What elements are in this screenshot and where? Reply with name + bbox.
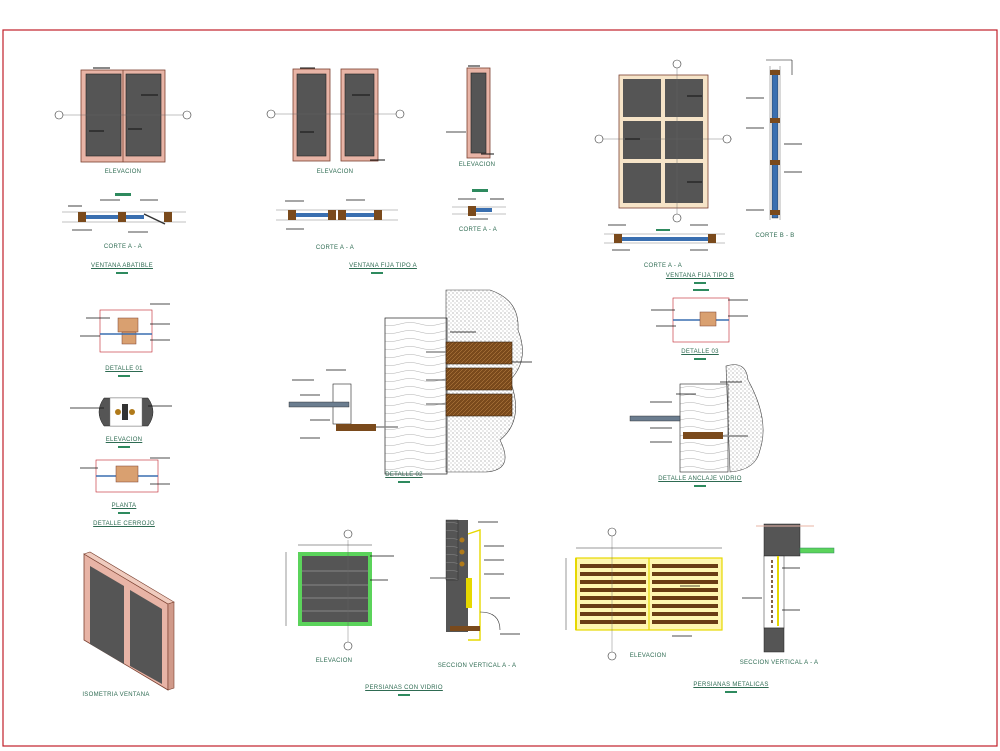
label-planta: PLANTA: [111, 503, 137, 509]
label-detalle-anclaje: DETALLE ANCLAJE VIDRIO: [658, 476, 742, 482]
title-tag: [118, 512, 130, 514]
label-elevacion-persiana-vidrio: ELEVACION: [315, 658, 353, 664]
label-detalle-02: DETALLE 02: [385, 472, 423, 478]
persianas-metalicas-elevation: [565, 527, 723, 661]
label-elevacion-fija-a: ELEVACION: [316, 169, 354, 175]
label-seccion-persiana-vidrio: SECCION VERTICAL A - A: [437, 663, 517, 669]
title-ventana-fija-a: VENTANA FIJA TIPO A: [349, 263, 417, 269]
label-corte-bb: CORTE B - B: [755, 233, 795, 239]
title-tag: [694, 485, 706, 487]
detalle-03-drawing: [651, 289, 748, 343]
detalle-cerrojo-elevation: [70, 397, 172, 427]
ventana-abatible-section: [62, 193, 186, 233]
label-detalle-01: DETALLE 01: [105, 366, 143, 372]
detalle-anclaje-vidrio-drawing: [629, 364, 764, 473]
ventana-fija-b-section-bb: [746, 59, 802, 220]
title-tag: [118, 446, 130, 448]
title-persianas-vidrio: PERSIANAS CON VIDRIO: [365, 685, 443, 691]
title-tag: [398, 694, 410, 696]
label-seccion-persiana-metalica: SECCION VERTICAL A - A: [739, 660, 819, 666]
detalle-cerrojo-plan: [80, 457, 170, 493]
ventana-fija-b-section-aa: [604, 224, 725, 251]
label-corte-abatible: CORTE A - A: [103, 244, 143, 250]
sheet-border: [2, 29, 998, 747]
label-corte-narrow: CORTE A - A: [458, 227, 498, 233]
ventana-abatible-elevation: [54, 67, 192, 163]
title-tag: [371, 272, 383, 274]
isometria-ventana-drawing: [83, 551, 175, 691]
ventana-fija-a-elevation: [266, 67, 405, 162]
label-elevacion-narrow: ELEVACION: [458, 162, 496, 168]
title-tag: [118, 375, 130, 377]
title-tag: [725, 691, 737, 693]
title-tag: [694, 282, 706, 284]
ventana-fija-narrow-elevation: [446, 65, 506, 220]
detalle-02-drawing: [288, 289, 532, 475]
title-ventana-abatible: VENTANA ABATIBLE: [91, 263, 153, 269]
label-elevacion-cerrojo: ELEVACION: [105, 437, 143, 443]
title-tag: [116, 272, 128, 274]
title-tag: [694, 358, 706, 360]
label-corte-fija-b: CORTE A - A: [643, 263, 683, 269]
ventana-fija-a-section: [276, 199, 398, 230]
title-tag: [398, 481, 410, 483]
ventana-fija-b-elevation: [594, 59, 732, 223]
label-isometria: ISOMETRIA VENTANA: [82, 692, 150, 698]
label-corte-fija-a: CORTE A - A: [315, 245, 355, 251]
detalle-01-drawing: [80, 303, 170, 353]
title-persianas-metalicas: PERSIANAS METALICAS: [693, 682, 769, 688]
persianas-vidrio-section: [430, 519, 520, 641]
label-elevacion-persiana-metalica: ELEVACION: [629, 653, 667, 659]
label-elevacion-abatible: ELEVACION: [104, 169, 142, 175]
title-detalle-cerrojo: DETALLE CERROJO: [93, 521, 155, 527]
persianas-vidrio-elevation: [285, 529, 394, 651]
title-ventana-fija-b: VENTANA FIJA TIPO B: [665, 273, 735, 279]
label-detalle-03: DETALLE 03: [681, 349, 719, 355]
persianas-metalicas-section: [742, 523, 835, 653]
